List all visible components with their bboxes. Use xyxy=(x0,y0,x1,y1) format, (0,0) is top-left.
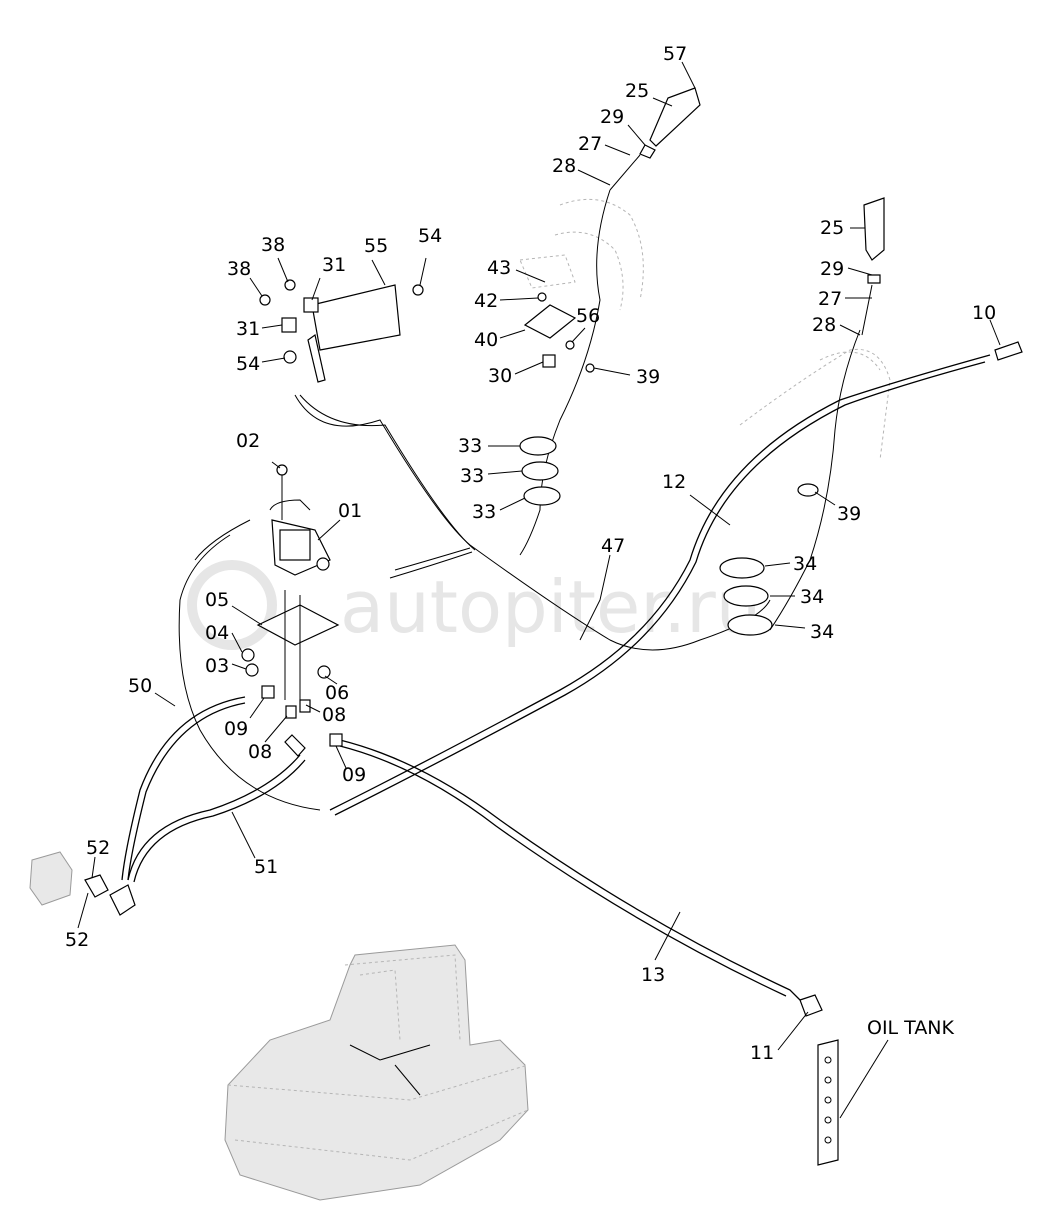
leader-lines xyxy=(77,61,1001,1119)
fitting-10 xyxy=(994,341,1023,361)
callout-09: 09 xyxy=(224,718,248,740)
lever-boot-right xyxy=(739,348,891,461)
callout-08: 08 xyxy=(322,704,346,726)
callout-28: 28 xyxy=(552,155,576,177)
switch-assembly xyxy=(523,292,595,373)
mounting-plate-05 xyxy=(241,590,340,700)
oil-tank-port xyxy=(799,994,839,1166)
callout-56: 56 xyxy=(576,305,600,327)
fittings-08-09 xyxy=(261,685,343,757)
oil-tank-label: OIL TANK xyxy=(867,1017,955,1039)
callout-05: 05 xyxy=(205,589,229,611)
hoses xyxy=(121,189,991,1001)
hose-50 xyxy=(121,696,246,881)
callout-12: 12 xyxy=(662,471,686,493)
callout-40: 40 xyxy=(474,329,498,351)
callout-27: 27 xyxy=(818,288,842,310)
clamp-33 xyxy=(519,436,561,506)
hose-51 xyxy=(127,754,301,881)
callout-labels: 57 25 29 27 28 25 29 27 28 10 38 38 31 3… xyxy=(65,43,996,1064)
excavator-illustration xyxy=(224,944,529,1201)
callout-38: 38 xyxy=(261,234,285,256)
callout-34: 34 xyxy=(800,586,824,608)
callout-42: 42 xyxy=(474,290,498,312)
callout-54: 54 xyxy=(236,353,260,375)
pump-fitting-52 xyxy=(29,851,136,916)
hose-13 xyxy=(339,739,801,1001)
callout-51: 51 xyxy=(254,856,278,878)
callout-03: 03 xyxy=(205,655,229,677)
solenoid-valve-01 xyxy=(271,464,331,576)
callout-30: 30 xyxy=(488,365,512,387)
callout-50: 50 xyxy=(128,675,152,697)
callout-28: 28 xyxy=(812,314,836,336)
callout-31: 31 xyxy=(322,254,346,276)
lever-boot-left xyxy=(519,198,644,311)
callout-29: 29 xyxy=(600,106,624,128)
callout-29: 29 xyxy=(820,258,844,280)
control-lever-right xyxy=(861,197,885,336)
callout-31: 31 xyxy=(236,318,260,340)
callout-25: 25 xyxy=(625,80,649,102)
callout-39: 39 xyxy=(636,366,660,388)
hose-12 xyxy=(329,354,991,811)
callout-25: 25 xyxy=(820,217,844,239)
callout-33: 33 xyxy=(460,465,484,487)
clip-39 xyxy=(797,483,819,497)
solenoid-bracket-assembly xyxy=(259,279,424,383)
callout-27: 27 xyxy=(578,133,602,155)
callout-11: 11 xyxy=(750,1042,774,1064)
callout-38: 38 xyxy=(227,258,251,280)
clamp-34 xyxy=(719,557,773,636)
callout-01: 01 xyxy=(338,500,362,522)
callout-10: 10 xyxy=(972,302,996,324)
callout-04: 04 xyxy=(205,622,229,644)
callout-34: 34 xyxy=(793,553,817,575)
callout-09: 09 xyxy=(342,764,366,786)
callout-57: 57 xyxy=(663,43,687,65)
callout-43: 43 xyxy=(487,257,511,279)
wire-47 xyxy=(294,394,771,651)
callout-55: 55 xyxy=(364,235,388,257)
callout-39: 39 xyxy=(837,503,861,525)
callout-33: 33 xyxy=(472,501,496,523)
callout-47: 47 xyxy=(601,535,625,557)
callout-52: 52 xyxy=(65,929,89,951)
callout-02: 02 xyxy=(236,430,260,452)
callout-52: 52 xyxy=(86,837,110,859)
callout-08: 08 xyxy=(248,741,272,763)
callout-54: 54 xyxy=(418,225,442,247)
callout-34: 34 xyxy=(810,621,834,643)
callout-06: 06 xyxy=(325,682,349,704)
control-lever-left xyxy=(609,87,701,191)
watermark: autopiter.ru xyxy=(187,560,761,650)
callout-33: 33 xyxy=(458,435,482,457)
callout-13: 13 xyxy=(641,964,665,986)
watermark-text: autopiter.ru xyxy=(340,565,761,649)
